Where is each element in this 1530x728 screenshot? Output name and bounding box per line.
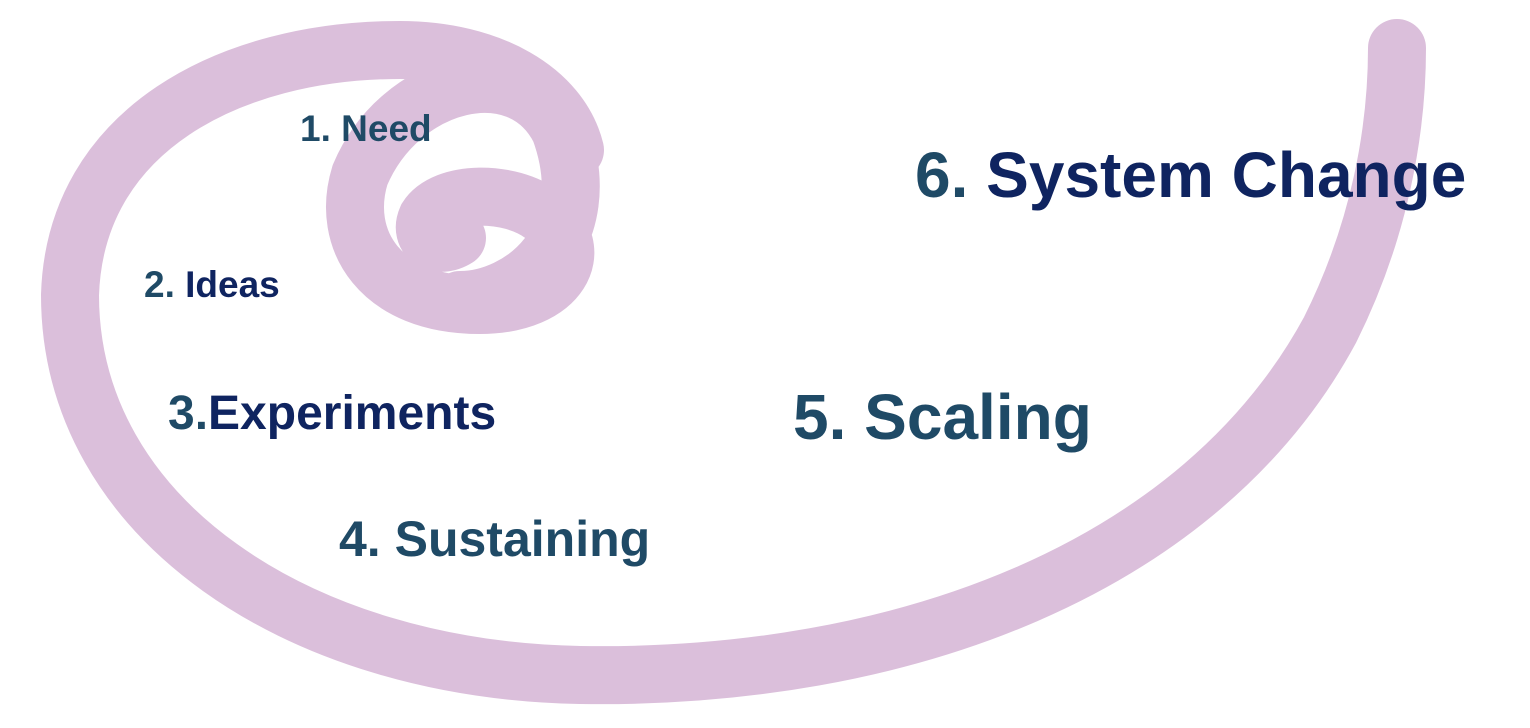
stage-number: 6. (915, 139, 969, 211)
stage-need: 1. Need (300, 110, 432, 147)
stage-number: 1. (300, 108, 331, 149)
stage-label: System Change (986, 139, 1467, 211)
stage-ideas: 2. Ideas (144, 266, 280, 303)
stage-scaling: 5. Scaling (793, 385, 1092, 449)
stage-label: Ideas (185, 264, 280, 305)
stage-number: 4. (339, 511, 381, 567)
stage-label: Experiments (208, 387, 497, 440)
stage-number: 3. (168, 387, 209, 440)
stage-number: 2. (144, 264, 175, 305)
stage-system-change: 6. System Change (915, 143, 1466, 207)
spiral-path (40, 19, 1426, 705)
stage-label: Scaling (864, 381, 1092, 453)
stage-label: Need (341, 108, 432, 149)
stage-label: Sustaining (394, 511, 651, 567)
stage-experiments: 3.Experiments (168, 390, 496, 438)
stage-sustaining: 4. Sustaining (339, 514, 650, 564)
stage-number: 5. (793, 381, 847, 453)
